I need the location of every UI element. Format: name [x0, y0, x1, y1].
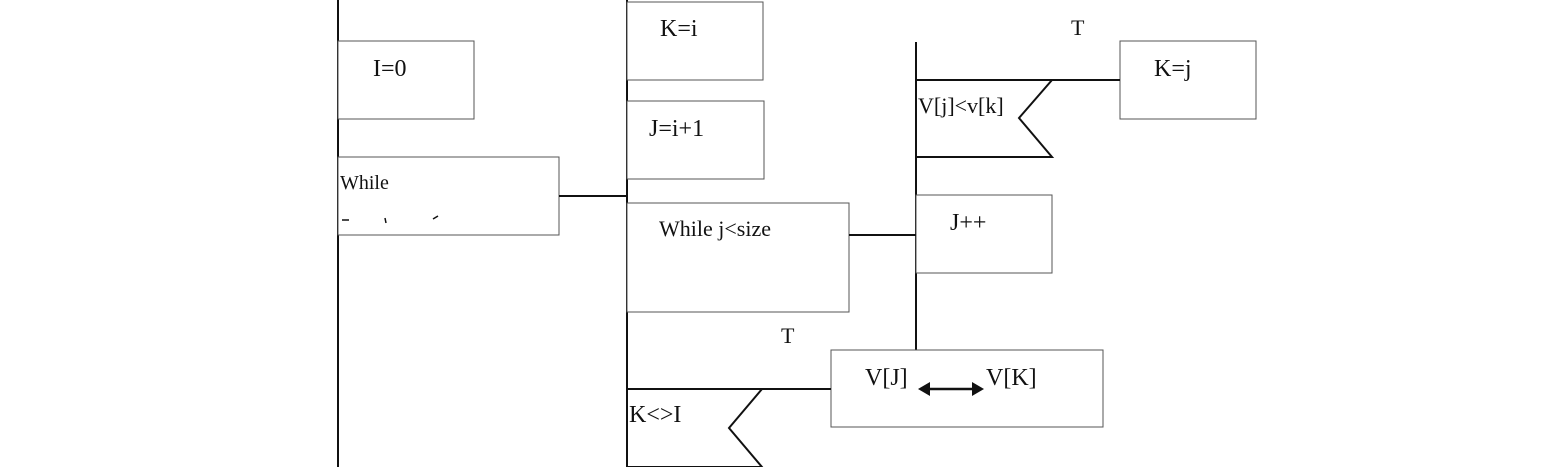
k-assign-i-label: K=i	[660, 16, 698, 42]
tick-mark	[384, 217, 387, 224]
inner-while-box	[626, 202, 850, 313]
outer-while-box	[337, 156, 560, 236]
j-init-label: J=i+1	[649, 116, 705, 142]
swap-arrow-right-head	[972, 382, 984, 396]
true-label-bottom: T	[781, 323, 795, 348]
k-assign-j-label: K=j	[1154, 56, 1192, 82]
inner-while-label: While j<size	[659, 216, 771, 241]
k-assign-j-box	[1119, 40, 1257, 120]
i-init-box	[337, 40, 475, 120]
tick-mark	[432, 215, 439, 220]
outer-while-label: While	[340, 172, 389, 194]
compare-label: V[j]<v[k]	[918, 93, 1004, 118]
swap-right-label: V[K]	[986, 365, 1037, 391]
true-label-top: T	[1071, 15, 1085, 40]
k-assign-i-box	[626, 1, 764, 81]
compare-decision-shape	[916, 79, 1055, 158]
k-ne-i-decision-shape	[627, 388, 765, 468]
k-ne-i-label: K<>I	[629, 402, 682, 428]
swap-arrow-left-head	[918, 382, 930, 396]
j-init-box	[626, 100, 765, 180]
swap-left-label: V[J]	[865, 365, 908, 391]
j-increment-label: J++	[950, 210, 987, 236]
i-init-label: I=0	[373, 56, 407, 82]
j-increment-box	[915, 194, 1053, 274]
